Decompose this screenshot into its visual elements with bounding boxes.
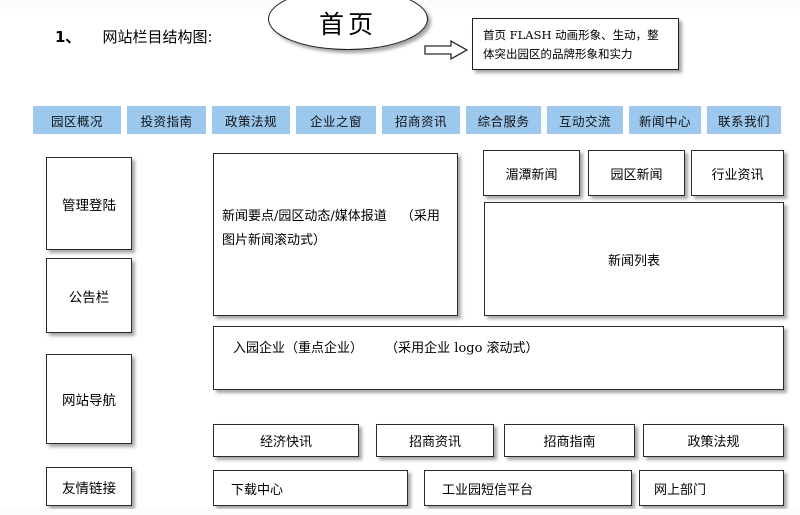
page-title-text: 网站栏目结构图: <box>102 28 213 46</box>
flash-note-box: 首页 FLASH 动画形象、生动，整 体突出园区的品牌形象和实力 <box>472 18 679 70</box>
page-title-number: 1、 <box>55 28 81 46</box>
quick-link-policy-law[interactable]: 政策法规 <box>643 424 784 457</box>
enterprise-logo-text: 入园企业（重点企业） （采用企业 logo 滚动式） <box>233 337 633 361</box>
quick-link-economic-news[interactable]: 经济快讯 <box>213 424 359 457</box>
bottom-background-band <box>0 509 800 515</box>
nav-item-news-center[interactable]: 新闻中心 <box>629 106 701 134</box>
nav-item-contact-us[interactable]: 联系我们 <box>707 106 781 134</box>
feature-news-box[interactable] <box>213 153 458 316</box>
feature-news-line2: （采用图片新闻滚动式） <box>222 209 440 248</box>
right-block-arrow-icon <box>424 39 469 61</box>
quick-link-investment-guide[interactable]: 招商指南 <box>504 424 635 457</box>
nav-item-interaction[interactable]: 互动交流 <box>547 106 623 134</box>
bottom-link-online-department[interactable]: 网上部门 <box>639 470 784 506</box>
nav-item-park-overview[interactable]: 园区概况 <box>33 106 121 134</box>
nav-item-invest-guide[interactable]: 投资指南 <box>127 106 206 134</box>
enterprise-logo-line2: （采用企业 logo 滚动式） <box>385 341 539 356</box>
home-node[interactable]: 首页 <box>268 0 428 50</box>
enterprise-logo-box[interactable] <box>213 326 784 390</box>
nav-item-investment-news[interactable]: 招商资讯 <box>382 106 460 134</box>
enterprise-logo-line1: 入园企业（重点企业） <box>233 341 364 356</box>
sidebar-item-friendly-links[interactable]: 友情链接 <box>46 467 132 506</box>
news-tab-meitan[interactable]: 湄潭新闻 <box>483 150 580 196</box>
bottom-link-download-center[interactable]: 下载中心 <box>213 470 408 506</box>
news-tab-park[interactable]: 园区新闻 <box>588 150 685 196</box>
nav-bar: 园区概况 投资指南 政策法规 企业之窗 招商资讯 综合服务 互动交流 新闻中心 … <box>33 106 781 134</box>
quick-link-investment-news[interactable]: 招商资讯 <box>376 424 494 457</box>
flash-note-line1: 首页 FLASH 动画形象、生动，整 <box>483 28 659 42</box>
news-tab-industry[interactable]: 行业资讯 <box>691 150 784 196</box>
feature-news-line1: 新闻要点/园区动态/媒体报道 <box>222 209 387 224</box>
page-title: 1、 网站栏目结构图: <box>55 26 213 47</box>
nav-item-comprehensive-service[interactable]: 综合服务 <box>466 106 541 134</box>
news-list-box[interactable]: 新闻列表 <box>484 202 784 316</box>
home-node-label: 首页 <box>318 10 377 39</box>
flash-note-line2: 体突出园区的品牌形象和实力 <box>483 47 633 61</box>
sidebar-item-site-navigation[interactable]: 网站导航 <box>46 354 132 444</box>
nav-item-policy-law[interactable]: 政策法规 <box>212 106 290 134</box>
feature-news-text: 新闻要点/园区动态/媒体报道 （采用图片新闻滚动式） <box>222 205 452 253</box>
sidebar-item-bulletin[interactable]: 公告栏 <box>46 258 132 333</box>
nav-item-enterprise-window[interactable]: 企业之窗 <box>296 106 376 134</box>
bottom-link-sms-platform[interactable]: 工业园短信平台 <box>424 470 632 506</box>
sidebar-item-admin-login[interactable]: 管理登陆 <box>46 157 132 250</box>
